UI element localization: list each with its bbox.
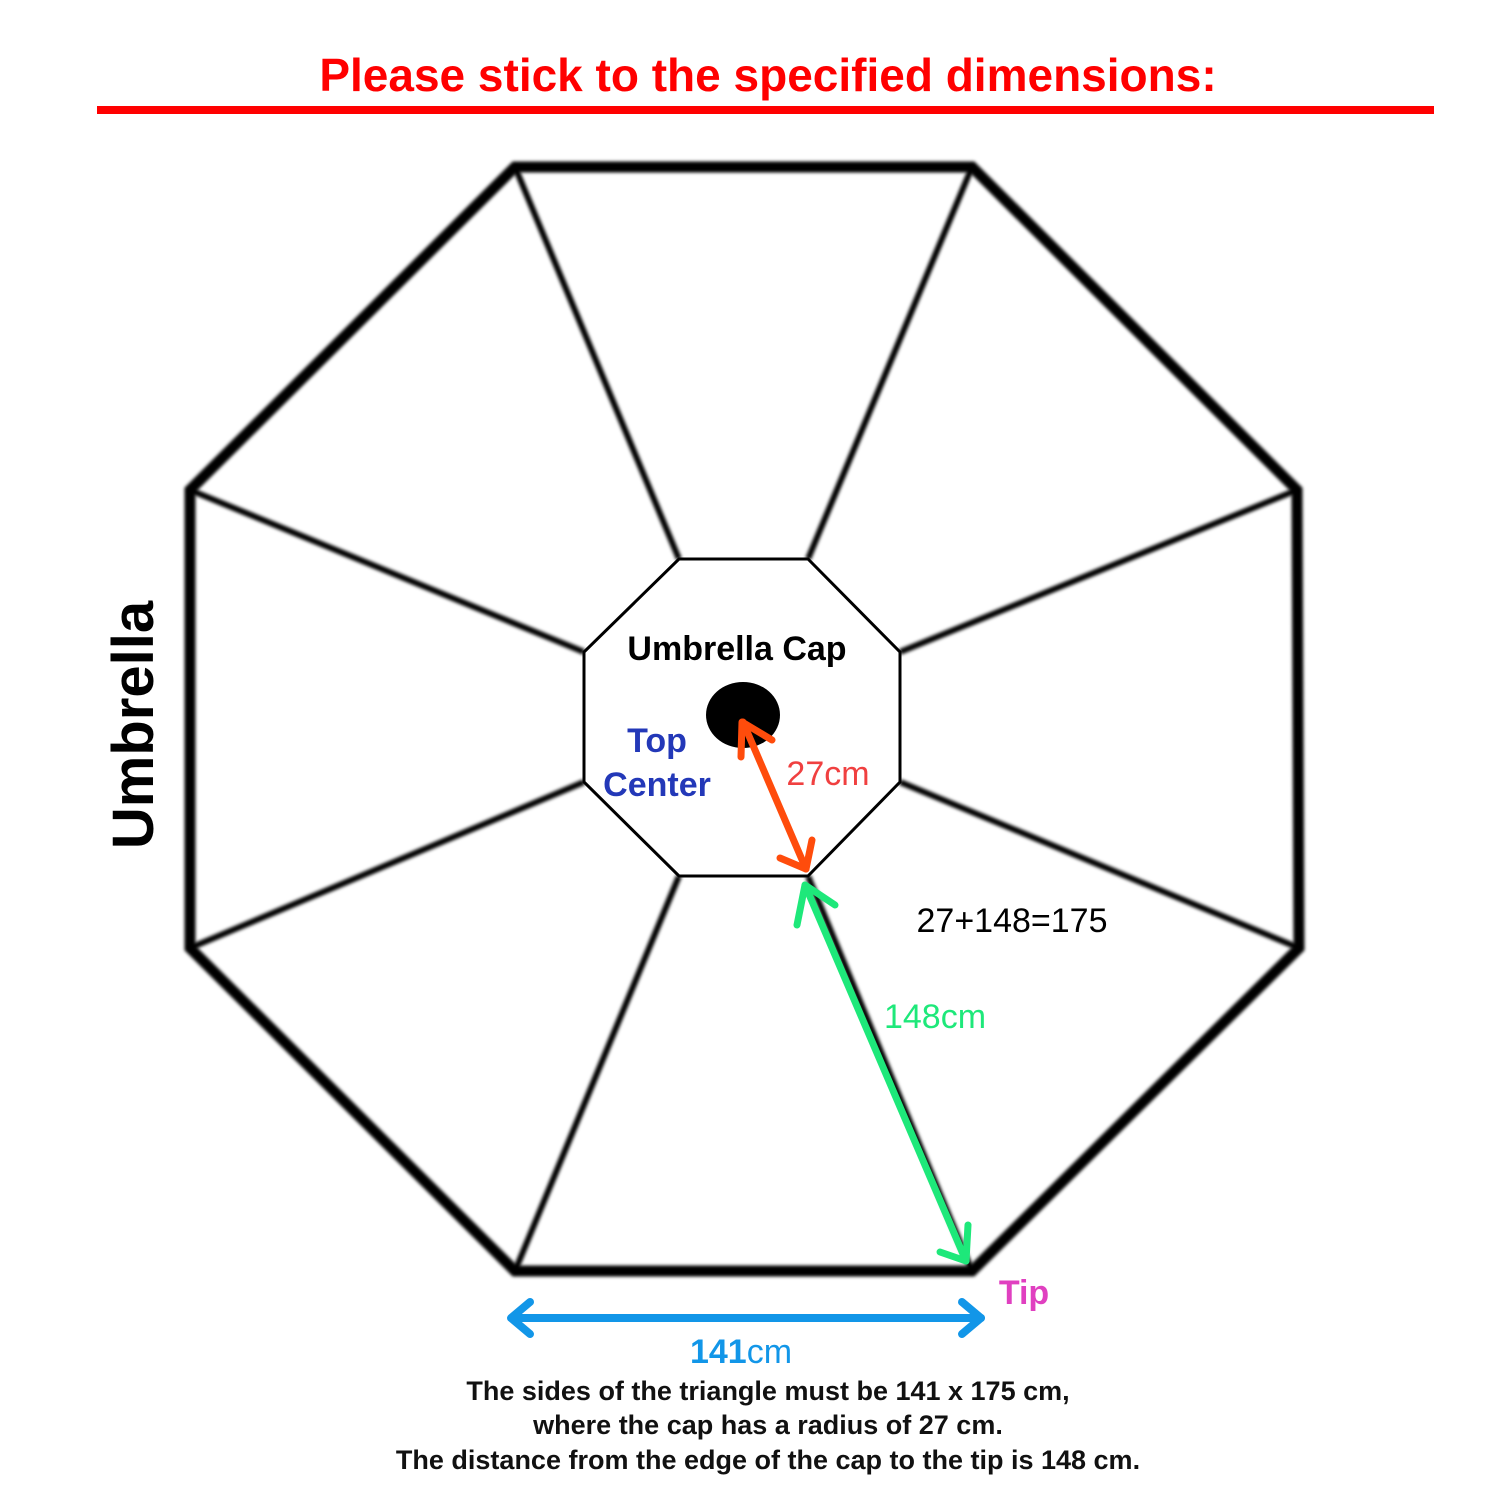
edge-to-tip-arrow	[793, 881, 972, 1265]
side-label: Umbrella	[101, 600, 166, 849]
rib-left-upper	[188, 487, 586, 655]
rib-top-left	[512, 165, 682, 561]
note-line-3: The distance from the edge of the cap to…	[396, 1445, 1140, 1475]
dimension-sum: 27+148=175	[917, 902, 1108, 940]
note-line-2: where the cap has a radius of 27 cm.	[532, 1410, 1003, 1440]
base-width-unit: cm	[747, 1333, 792, 1371]
heading-underline	[97, 106, 1434, 114]
base-width-value: 141	[690, 1333, 747, 1371]
rib-top-right	[805, 165, 975, 561]
rib-left-lower	[188, 779, 586, 951]
tip-label: Tip	[999, 1274, 1049, 1312]
rib-right-lower	[898, 779, 1301, 951]
cap-radius-label: 27cm	[786, 755, 869, 793]
top-center-label-line2: Center	[603, 766, 711, 804]
rib-right-upper	[898, 487, 1299, 655]
note-line-1: The sides of the triangle must be 141 x …	[466, 1376, 1069, 1406]
umbrella-ribs	[188, 165, 1301, 1273]
edge-to-tip-label: 148cm	[884, 998, 986, 1036]
heading: Please stick to the specified dimensions…	[319, 49, 1216, 101]
base-width-arrow	[507, 1298, 985, 1338]
cap-radius-arrow	[737, 718, 816, 873]
top-center-label-line1: Top	[627, 722, 687, 760]
rib-bottom-left	[512, 874, 682, 1273]
cap-label: Umbrella Cap	[627, 630, 846, 668]
base-width-label: 141cm	[690, 1333, 792, 1371]
